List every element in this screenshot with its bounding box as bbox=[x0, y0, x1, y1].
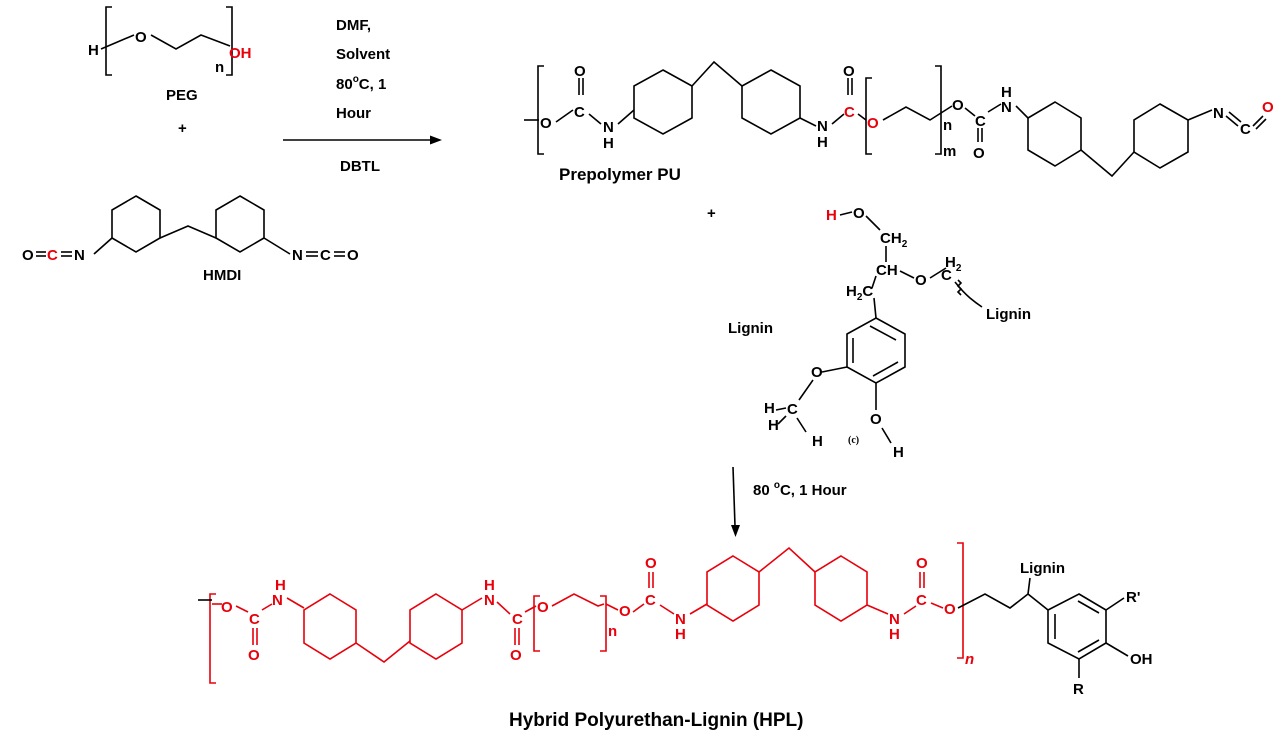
hpl-c-2: C bbox=[512, 611, 523, 628]
hmdi-right-c: C bbox=[320, 247, 331, 264]
hmdi-structure: O C N N C O HMDI bbox=[22, 195, 359, 284]
pu-c-1: C bbox=[574, 104, 585, 121]
peg-n: n bbox=[215, 59, 224, 76]
lignin-ch2-ether-h: H2 bbox=[945, 254, 962, 274]
hpl-o-carbonyl-4: O bbox=[916, 555, 928, 572]
lignin-o-methoxy: O bbox=[811, 364, 823, 381]
pu-n-subscript: n bbox=[943, 117, 952, 134]
lignin-o-top: O bbox=[853, 205, 865, 222]
hpl-h-2: H bbox=[484, 577, 495, 594]
condition-temperature: 80oC, 1 bbox=[336, 74, 386, 93]
lignin-o-phenol: O bbox=[870, 411, 882, 428]
peg-o: O bbox=[135, 29, 147, 46]
pu-o-carbonyl-2: O bbox=[843, 63, 855, 80]
hpl-c-1: C bbox=[249, 611, 260, 628]
hpl-o-2: O bbox=[537, 599, 549, 616]
hpl-lignin-label: Lignin bbox=[1020, 560, 1065, 577]
lignin-chain-label: Lignin bbox=[986, 306, 1031, 323]
plus-sign-1: + bbox=[178, 120, 187, 137]
hpl-o-carbonyl-2: O bbox=[510, 647, 522, 664]
hpl-r: R bbox=[1073, 681, 1084, 698]
hpl-o-1: O bbox=[221, 599, 233, 616]
hpl-h-1: H bbox=[275, 577, 286, 594]
pu-n-3: N bbox=[1001, 99, 1012, 116]
hpl-o-4: O bbox=[944, 601, 956, 618]
reaction-conditions-2: 80 oC, 1 Hour bbox=[731, 466, 847, 537]
lignin-c-methyl: C bbox=[787, 401, 798, 418]
pu-n-4: N bbox=[1213, 105, 1224, 122]
hpl-o-3: O bbox=[619, 603, 631, 620]
condition-2-text: 80 oC, 1 Hour bbox=[753, 480, 847, 499]
pu-c-3: C bbox=[975, 113, 986, 130]
lignin-h-methyl-1: H bbox=[764, 400, 775, 417]
pu-m-subscript: m bbox=[943, 143, 956, 160]
prepolymer-label: Prepolymer PU bbox=[559, 165, 681, 184]
reaction-arrow-1-head bbox=[430, 135, 442, 145]
pu-o-carbonyl-1: O bbox=[574, 63, 586, 80]
peg-h: H bbox=[88, 42, 99, 59]
peg-label: PEG bbox=[166, 87, 198, 104]
pu-o-2: O bbox=[867, 115, 879, 132]
hpl-o-carbonyl-3: O bbox=[645, 555, 657, 572]
hpl-n-3: N bbox=[675, 611, 686, 628]
hpl-structure: O C O H N H N C O O n O C O N H bbox=[198, 542, 1153, 731]
lignin-structure: Lignin H O CH2 CH O H2 C Lignin H2C O C … bbox=[728, 205, 1031, 461]
reaction-conditions-1: DMF, Solvent 80oC, 1 Hour DBTL bbox=[283, 17, 442, 175]
lignin-h-methyl-2: H bbox=[768, 417, 779, 434]
hpl-c-3: C bbox=[645, 592, 656, 609]
pu-c-2: C bbox=[844, 104, 855, 121]
lignin-ch2-ether-c: C bbox=[941, 267, 952, 284]
hpl-o-carbonyl-1: O bbox=[248, 647, 260, 664]
hmdi-left-n: N bbox=[74, 247, 85, 264]
pu-o-1: O bbox=[540, 115, 552, 132]
lignin-o-ether: O bbox=[915, 272, 927, 289]
lignin-label: Lignin bbox=[728, 320, 773, 337]
lignin-h2c: H2C bbox=[846, 283, 873, 303]
plus-sign-2: + bbox=[707, 205, 716, 222]
peg-structure: H O OH n PEG + bbox=[88, 6, 252, 137]
lignin-ch2-top: CH2 bbox=[880, 230, 908, 250]
pu-o-4: O bbox=[1262, 99, 1273, 116]
peg-oh: OH bbox=[229, 45, 252, 62]
hmdi-left-o: O bbox=[22, 247, 34, 264]
hpl-n-2: N bbox=[484, 592, 495, 609]
lignin-h-phenol: H bbox=[893, 444, 904, 461]
lignin-h-top: H bbox=[826, 207, 837, 224]
reaction-arrow-2-head bbox=[731, 525, 740, 537]
hpl-oh: OH bbox=[1130, 651, 1153, 668]
hpl-n-4: N bbox=[889, 611, 900, 628]
pu-h-1: H bbox=[603, 135, 614, 152]
hpl-h-3: H bbox=[675, 626, 686, 643]
hpl-c-4: C bbox=[916, 592, 927, 609]
hpl-h-4: H bbox=[889, 626, 900, 643]
condition-solvent: Solvent bbox=[336, 46, 390, 63]
pu-c-4: C bbox=[1240, 121, 1251, 138]
reaction-arrow-2 bbox=[732, 466, 736, 527]
lignin-ch: CH bbox=[876, 262, 898, 279]
condition-catalyst: DBTL bbox=[340, 158, 380, 175]
hmdi-left-c: C bbox=[47, 247, 58, 264]
lignin-tag: (c) bbox=[848, 435, 859, 446]
pu-h-3: H bbox=[1001, 84, 1012, 101]
pu-o-carbonyl-3: O bbox=[973, 145, 985, 162]
hpl-n-subscript-1: n bbox=[608, 623, 617, 640]
prepolymer-pu-structure: O C O N H N H C O O n m O C O H N bbox=[524, 60, 1273, 184]
pu-h-2: H bbox=[817, 134, 828, 151]
lignin-h-methyl-3: H bbox=[812, 433, 823, 450]
pu-n-2: N bbox=[817, 118, 828, 135]
hmdi-label: HMDI bbox=[203, 267, 241, 284]
hpl-r-prime: R' bbox=[1126, 589, 1140, 606]
pu-o-3: O bbox=[952, 97, 964, 114]
condition-dmf: DMF, bbox=[336, 17, 371, 34]
pu-n-1: N bbox=[603, 119, 614, 136]
hpl-n-1: N bbox=[272, 592, 283, 609]
condition-time: Hour bbox=[336, 105, 371, 122]
product-title: Hybrid Polyurethan-Lignin (HPL) bbox=[509, 710, 804, 731]
hmdi-right-o: O bbox=[347, 247, 359, 264]
hmdi-right-n: N bbox=[292, 247, 303, 264]
hpl-n-subscript-2: n bbox=[965, 651, 974, 668]
